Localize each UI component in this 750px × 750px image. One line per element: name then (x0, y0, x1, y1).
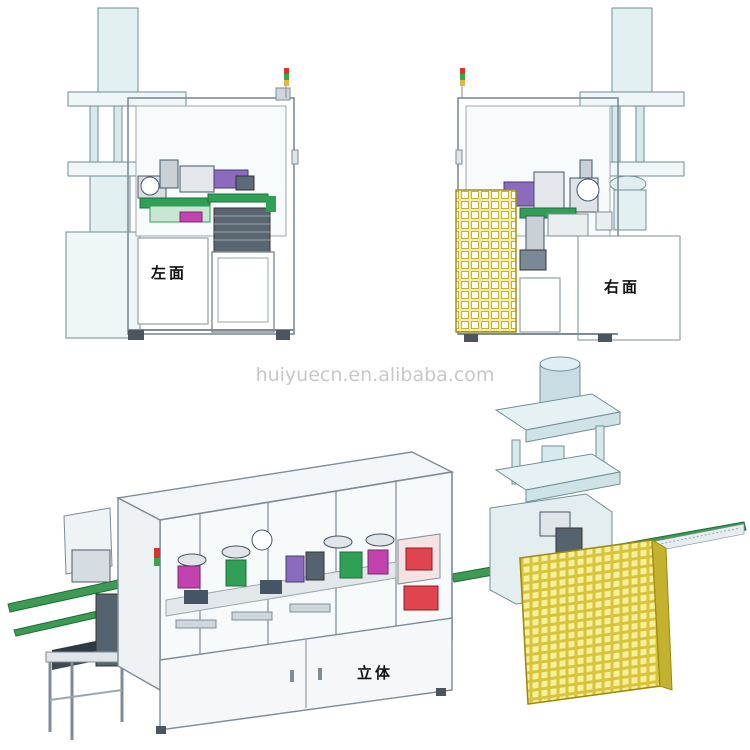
right-side-view (455, 7, 685, 342)
left-view-label: 左面 (151, 264, 188, 282)
right-view-label: 右面 (604, 278, 641, 296)
isometric-view (7, 356, 747, 740)
iso-view-label: 立体 (357, 664, 394, 682)
left-side-view (65, 7, 299, 340)
watermark: huiyuecn.en.alibaba.com (255, 364, 495, 386)
